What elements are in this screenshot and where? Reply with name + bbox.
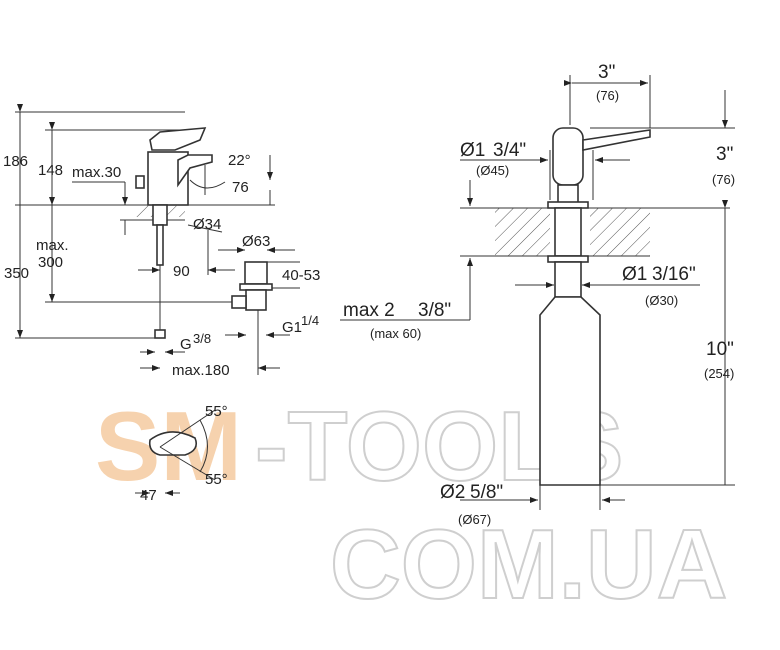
length-mm: (254) [704,366,734,381]
dim-max180: max.180 [172,362,230,379]
dia-shank-mm: (Ø30) [645,293,678,308]
max-thickness-in: max 2 [343,300,395,321]
dia-34: Ø34 [193,216,221,233]
dim-186: 186 [3,153,28,170]
dia-63: Ø63 [242,233,270,250]
watermark: SM -TOOLS COM.UA [95,390,728,620]
height-mm: (76) [712,172,735,187]
dia-head-mm: (Ø45) [476,163,509,178]
dia-bottle-in: Ø2 [440,482,465,503]
thread-g1: G1 [282,319,302,336]
angle-55-bottom: 55° [205,471,228,488]
dim-148: 148 [38,162,63,179]
dim-max-label: max. [36,237,69,254]
length-in: 10" [706,339,734,360]
dia-bottle-mm: (Ø67) [458,512,491,527]
width-in: 3" [598,62,615,83]
dia-head-in: Ø1 [460,140,485,161]
thread-g1-frac: 1/4 [301,313,319,328]
dia-shank-frac: 3/16" [652,264,696,285]
faucet-drawing: 186 148 max.30 22° 76 Ø34 Ø63 90 40-53 m… [3,104,320,504]
dispenser-drawing: 3" (76) Ø1 3/4" (Ø45) 3" (76) Ø1 3/16" (… [340,62,735,527]
dia-shank-in: Ø1 [622,264,647,285]
max-thickness-mm: (max 60) [370,326,421,341]
dim-300: 300 [38,254,63,271]
height-in: 3" [716,144,733,165]
dia-head-frac: 3/4" [493,140,526,161]
dim-47: 47 [140,487,157,504]
watermark-domain: COM.UA [330,509,727,619]
angle-22: 22° [228,152,251,169]
thread-g-frac: 3/8 [193,331,211,346]
dim-90: 90 [173,263,190,280]
dim-350: 350 [4,265,29,282]
dim-40-53: 40-53 [282,267,320,284]
width-mm: (76) [596,88,619,103]
dim-76: 76 [232,179,249,196]
thread-g: G [180,336,192,353]
angle-55-top: 55° [205,403,228,420]
dim-max30: max.30 [72,164,121,181]
max-thickness-frac: 3/8" [418,300,451,321]
dia-bottle-frac: 5/8" [470,482,503,503]
